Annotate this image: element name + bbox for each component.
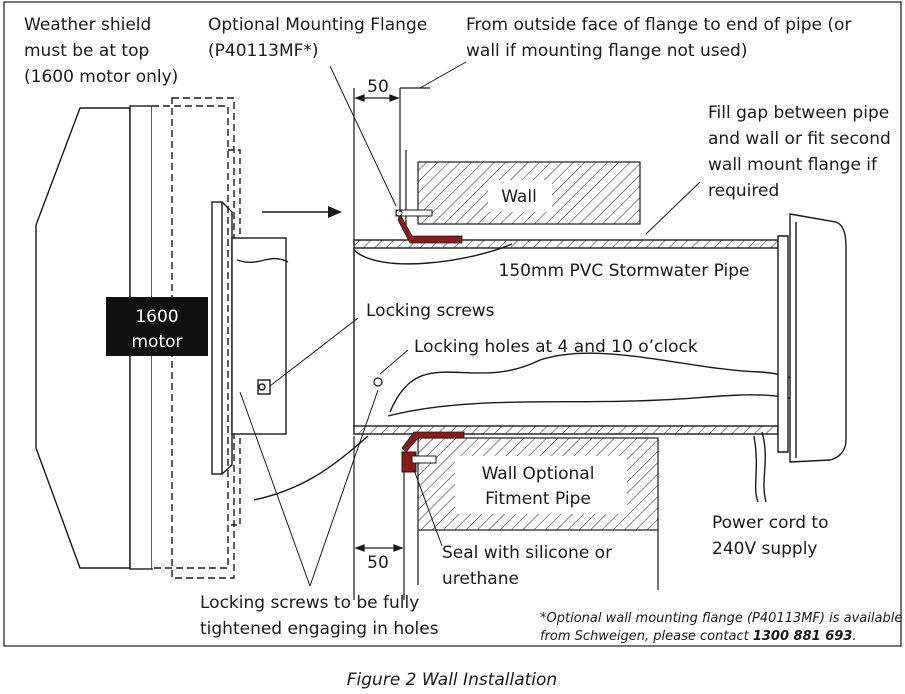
power-cord-label-1: Power cord to (712, 513, 829, 533)
wall-label: Wall (501, 187, 537, 207)
locking-screws-label: Locking screws (366, 301, 495, 321)
weather-shield-label-3: (1600 motor only) (24, 67, 178, 87)
motor-unit (35, 97, 369, 579)
power-cord (761, 431, 767, 503)
pipe-end-cap (777, 213, 847, 463)
motor-label-line1: 1600 (135, 307, 178, 327)
motor-label-box (106, 297, 208, 356)
mounting-flange-bottom (401, 431, 465, 473)
outside-face-label-2: wall if mounting flange not used) (466, 41, 747, 61)
power-cord-2 (753, 435, 759, 503)
flange-label-1: Optional Mounting Flange (208, 15, 427, 35)
outside-face-label-1: From outside face of flange to end of pi… (466, 15, 851, 35)
locking-tight-label-1: Locking screws to be fully (200, 593, 419, 613)
leader-lines (239, 61, 701, 587)
seal-label-2: urethane (442, 569, 519, 589)
wall-top (405, 150, 641, 228)
fill-gap-label-4: required (708, 181, 779, 201)
wall-optional-label-1: Wall Optional (482, 464, 595, 484)
wall-optional-label-2: Fitment Pipe (485, 489, 591, 509)
motor-label-line2: motor (131, 332, 182, 352)
locking-tight-label-2: tightened engaging in holes (200, 619, 439, 639)
dimension-bottom-label: 50 (367, 553, 389, 573)
fill-gap-label-1: Fill gap between pipe (708, 103, 889, 123)
dimension-top-label: 50 (367, 77, 389, 97)
mounting-flange-top (395, 209, 463, 244)
fill-gap-label-2: and wall or fit second (708, 129, 891, 149)
footnote-line2: from Schweigen, please contact 1300 881 … (540, 629, 856, 644)
dimension-top (353, 87, 430, 240)
flange-label-2: (P40113MF*) (208, 41, 319, 61)
power-cord-label-2: 240V supply (712, 539, 817, 559)
figure-caption: Figure 2 Wall Installation (347, 670, 557, 690)
locking-holes-label: Locking holes at 4 and 10 o’clock (414, 337, 698, 357)
dimension-bottom (353, 436, 405, 600)
wall-bottom (417, 437, 659, 590)
fill-gap-label-3: wall mount flange if (708, 155, 878, 175)
weather-shield-label-1: Weather shield (24, 15, 151, 35)
footnote-prefix: from Schweigen, please contact (540, 629, 753, 644)
seal-label-1: Seal with silicone or (442, 543, 612, 563)
pipe-label: 150mm PVC Stormwater Pipe (499, 261, 750, 281)
insert-arrow (262, 206, 342, 218)
weather-shield-label-2: must be at top (24, 41, 149, 61)
footnote-phone: 1300 881 693 (753, 629, 853, 644)
diagram-frame (3, 1, 902, 647)
footnote-line1: *Optional wall mounting flange (P40113MF… (540, 611, 902, 626)
locking-hole (373, 377, 383, 387)
footnote-suffix: . (852, 629, 856, 644)
